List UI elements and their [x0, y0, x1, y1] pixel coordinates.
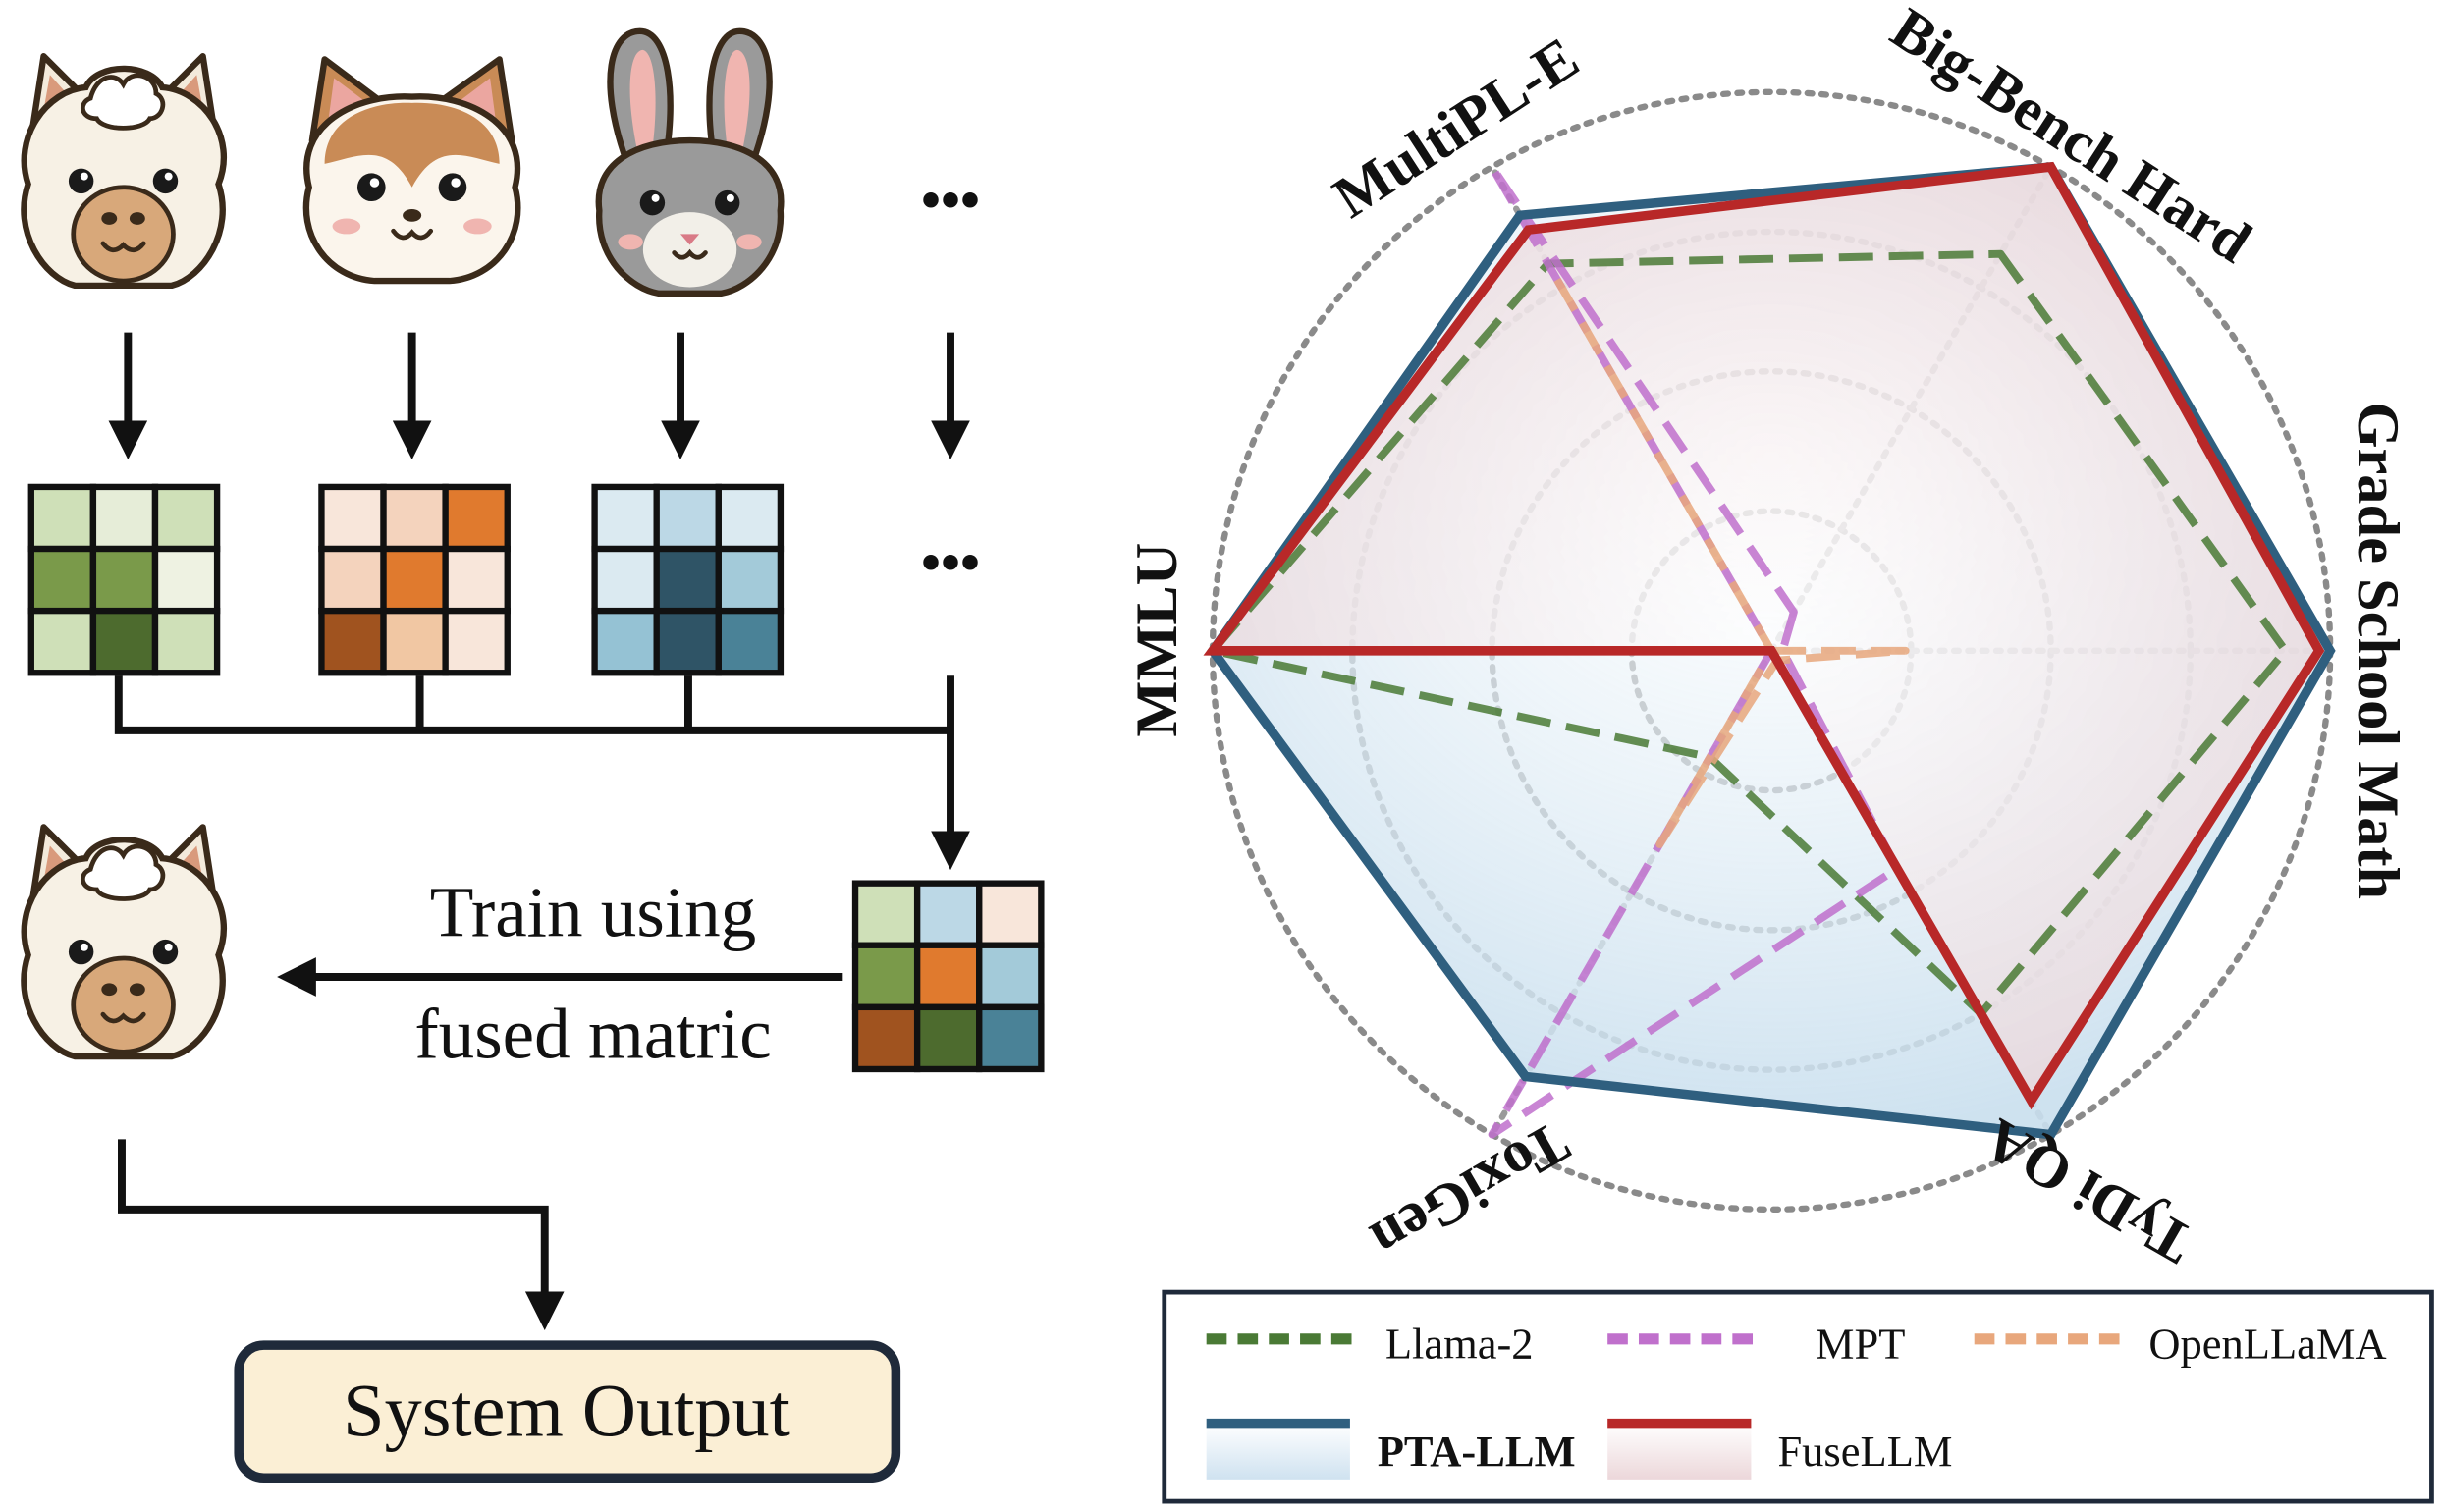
legend-item-llama-2: Llama-2: [1206, 1320, 1534, 1369]
matrix-fused: [851, 880, 1045, 1073]
matrix-cell: [653, 483, 722, 553]
legend-item-pta-llm: PTA-LLM: [1206, 1418, 1576, 1480]
matrix-cell: [976, 1003, 1045, 1073]
legend-label: Llama-2: [1385, 1320, 1534, 1369]
matrix-cell: [380, 545, 449, 615]
matrix-cell: [913, 942, 983, 1011]
legend-item-openllama: OpenLLaMA: [1974, 1320, 2387, 1369]
more-models-ellipsis: •••: [921, 170, 980, 232]
matrix-cell: [151, 607, 221, 676]
matrix-cell: [89, 483, 159, 553]
output-arrow: [118, 1139, 565, 1331]
matrix-cell: [851, 1003, 921, 1073]
legend: Llama-2 MPT OpenLLaMA PTA-LLM FuseLLM: [1162, 1289, 2434, 1504]
matrix-cell: [591, 483, 660, 553]
train-label-line1: Train using: [430, 873, 756, 952]
matrix-cell: [715, 545, 785, 615]
matrix-cell: [151, 545, 221, 615]
matrix-cell: [976, 880, 1045, 948]
legend-label: OpenLLaMA: [2148, 1320, 2386, 1369]
matrix-blue: [591, 483, 785, 676]
matrix-cell: [653, 545, 722, 615]
matrix-cell: [442, 483, 511, 553]
legend-swatch-fill: [1206, 1423, 1350, 1480]
matrix-cell: [318, 545, 387, 615]
more-matrices-ellipsis: •••: [921, 531, 980, 593]
legend-item-fusellm: FuseLLM: [1607, 1418, 1952, 1480]
axis-label: MMLU: [1124, 543, 1190, 737]
matrix-cell: [913, 1003, 983, 1073]
matrix-cell: [27, 545, 97, 615]
axis-label: MultiPL-E: [1323, 26, 1591, 232]
matrix-cell: [976, 942, 1045, 1011]
matrix-cell: [27, 607, 97, 676]
series-line-openllama: [1549, 269, 1910, 848]
train-label-line2: fused matric: [414, 995, 771, 1074]
matrix-cell: [851, 880, 921, 948]
matrix-cell: [380, 483, 449, 553]
matrix-cell: [442, 607, 511, 676]
system-output-box: [234, 1340, 901, 1484]
series-line-mpt: [1488, 163, 1902, 1139]
matrix-cell: [913, 880, 983, 948]
series-line-fusellm: [1203, 161, 2325, 1110]
legend-box: [1162, 1289, 2434, 1504]
legend-label: MPT: [1816, 1320, 1906, 1369]
axis-label: TyDi QA: [1974, 1106, 2204, 1276]
matrix-cell: [27, 483, 97, 553]
matrix-orange: [318, 483, 511, 676]
matrix-cell: [380, 607, 449, 676]
matrix-cell: [151, 483, 221, 553]
matrix-cell: [591, 545, 660, 615]
matrix-cell: [89, 607, 159, 676]
axis-label: ToxiGen: [1360, 1108, 1579, 1273]
series-line-pta-llm: [1207, 161, 2336, 1140]
llama-icon: [24, 56, 223, 286]
matrix-cell: [89, 545, 159, 615]
matrix-green: [27, 483, 221, 676]
axis-label: Grade School Math: [2345, 403, 2411, 900]
matrix-cell: [318, 483, 387, 553]
matrix-cell: [591, 607, 660, 676]
matrix-cell: [442, 545, 511, 615]
legend-label: PTA-LLM: [1378, 1427, 1576, 1476]
fusion-diagram: ••• ••• Train using fused matric System …: [24, 31, 1045, 1484]
cat-icon: [306, 59, 517, 281]
legend-label: FuseLLM: [1777, 1427, 1952, 1476]
model-to-matrix-arrows: [108, 332, 970, 460]
matrix-cell: [653, 607, 722, 676]
system-output-label: System Output: [343, 1369, 790, 1452]
merge-connector: [114, 675, 970, 871]
matrix-cell: [851, 942, 921, 1011]
legend-swatch-fill: [1607, 1423, 1752, 1480]
rabbit-icon: [599, 31, 782, 294]
llama-target-icon: [24, 827, 223, 1056]
legend-item-mpt: MPT: [1607, 1320, 1905, 1369]
matrix-cell: [318, 607, 387, 676]
matrix-cell: [715, 483, 785, 553]
matrix-cell: [715, 607, 785, 676]
